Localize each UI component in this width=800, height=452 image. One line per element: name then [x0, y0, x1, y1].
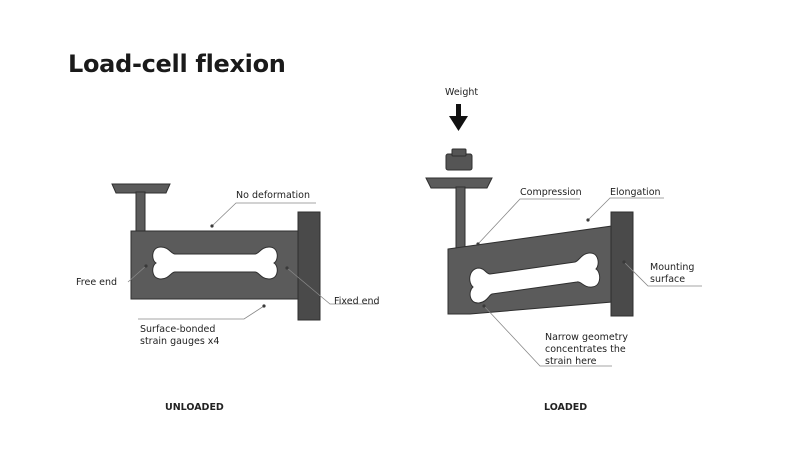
unloaded-leaders — [127, 202, 378, 320]
loaded-stem — [455, 186, 466, 252]
label-strain-gauges-line1: Surface-bonded — [140, 324, 215, 335]
unloaded-stem — [135, 191, 146, 233]
label-mounting-line2: surface — [650, 274, 685, 285]
loaded-weight-arrow — [449, 104, 468, 131]
unloaded-leader-dots — [144, 224, 289, 308]
unloaded-load-cell — [111, 183, 321, 321]
unloaded-mounting-plate — [297, 211, 321, 321]
label-elongation: Elongation — [610, 187, 661, 198]
label-no-deformation: No deformation — [236, 190, 310, 201]
loaded-mounting-plate — [610, 211, 634, 317]
loaded-platform — [425, 177, 493, 189]
label-weight: Weight — [445, 87, 478, 98]
label-narrow-line1: Narrow geometry — [545, 332, 628, 343]
label-narrow-line2: concentrates the — [545, 344, 626, 355]
loaded-leader-dots — [476, 218, 626, 308]
caption-unloaded: UNLOADED — [165, 402, 224, 413]
down-arrow-head — [449, 116, 468, 131]
label-free-end: Free end — [76, 277, 117, 288]
down-arrow-icon — [456, 104, 461, 117]
label-narrow-line3: strain here — [545, 356, 597, 367]
unloaded-body — [130, 230, 300, 300]
label-compression: Compression — [520, 187, 582, 198]
caption-loaded: LOADED — [544, 402, 587, 413]
loaded-load-cell — [425, 148, 634, 317]
label-mounting-line1: Mounting — [650, 262, 694, 273]
loaded-weight-cap — [451, 148, 467, 157]
loaded-body — [447, 225, 613, 315]
label-strain-gauges-line2: strain gauges x4 — [140, 336, 219, 347]
page-title: Load-cell flexion — [68, 50, 286, 78]
label-fixed-end: Fixed end — [334, 296, 380, 307]
loaded-leaders — [477, 197, 702, 367]
unloaded-platform — [111, 183, 171, 194]
